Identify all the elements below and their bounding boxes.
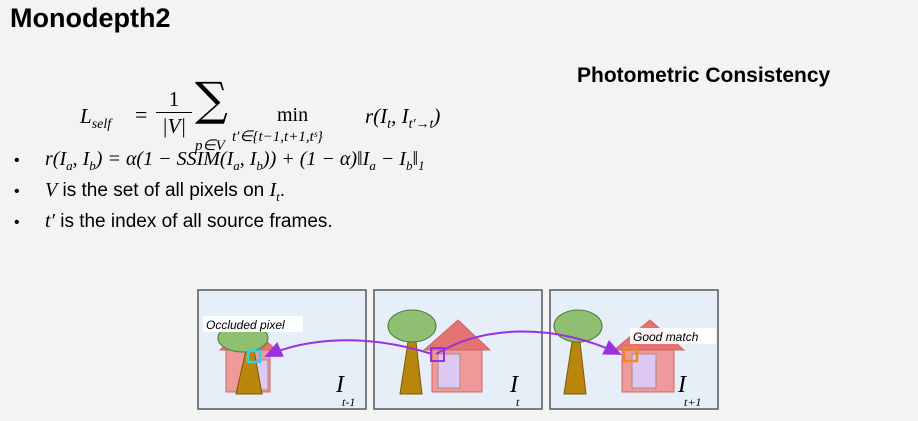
sum-subscript: p∈V [195,138,225,154]
bullet-dot: • [14,214,20,231]
min-subscript: t′∈{t−1,t+1,tˢ} [232,129,323,145]
equals-sign: = [135,102,148,127]
slide-title: Monodepth2 [10,3,171,33]
frame-sub-next: t+1 [684,395,701,409]
frame-sub-prev: t-1 [342,395,355,409]
reprojection-term: r(It, It′→t) [365,104,441,133]
bullet-text: V is the set of all pixels on It. [45,179,286,204]
arrow-to-match [435,330,622,355]
frame-panel-next: Good match I t+1 [549,289,719,410]
normalizing-fraction: 1 |V| [156,86,192,139]
fraction-denominator: |V| [161,114,187,138]
fraction-numerator: 1 [156,86,192,113]
occluded-pixel-label: Occluded pixel [206,318,285,332]
good-match-label: Good match [633,330,699,344]
bullet-text: r(Ia, Ib) = α(1 − SSIM(Ia, Ib)) + (1 − α… [45,148,425,173]
frame-panel-current: I t [373,289,543,410]
bullet-text: t′ is the index of all source frames. [45,210,333,232]
min-operator: min [277,104,309,126]
frame-label-current: I [509,372,519,398]
frame-label-next: I [677,372,687,398]
loss-lhs: Lself [80,104,112,133]
good-match-box [622,346,639,363]
frame-label-prev: I [335,372,345,398]
sum-symbol: ∑ [195,72,228,126]
bullet-dot: • [14,183,20,200]
loss-equation: Lself = 1 |V| ∑ p∈V min t′∈{t−1,t+1,tˢ} … [0,40,560,154]
frame-sub-current: t [516,395,520,409]
occluded-pixel-box [246,349,262,364]
bullet-dot: • [14,152,20,169]
arrow-to-occluded [264,339,433,357]
occlusion-figure: Occluded pixel I t-1 I t Good mat [197,289,719,410]
photometric-consistency-label: Photometric Consistency [577,64,831,87]
